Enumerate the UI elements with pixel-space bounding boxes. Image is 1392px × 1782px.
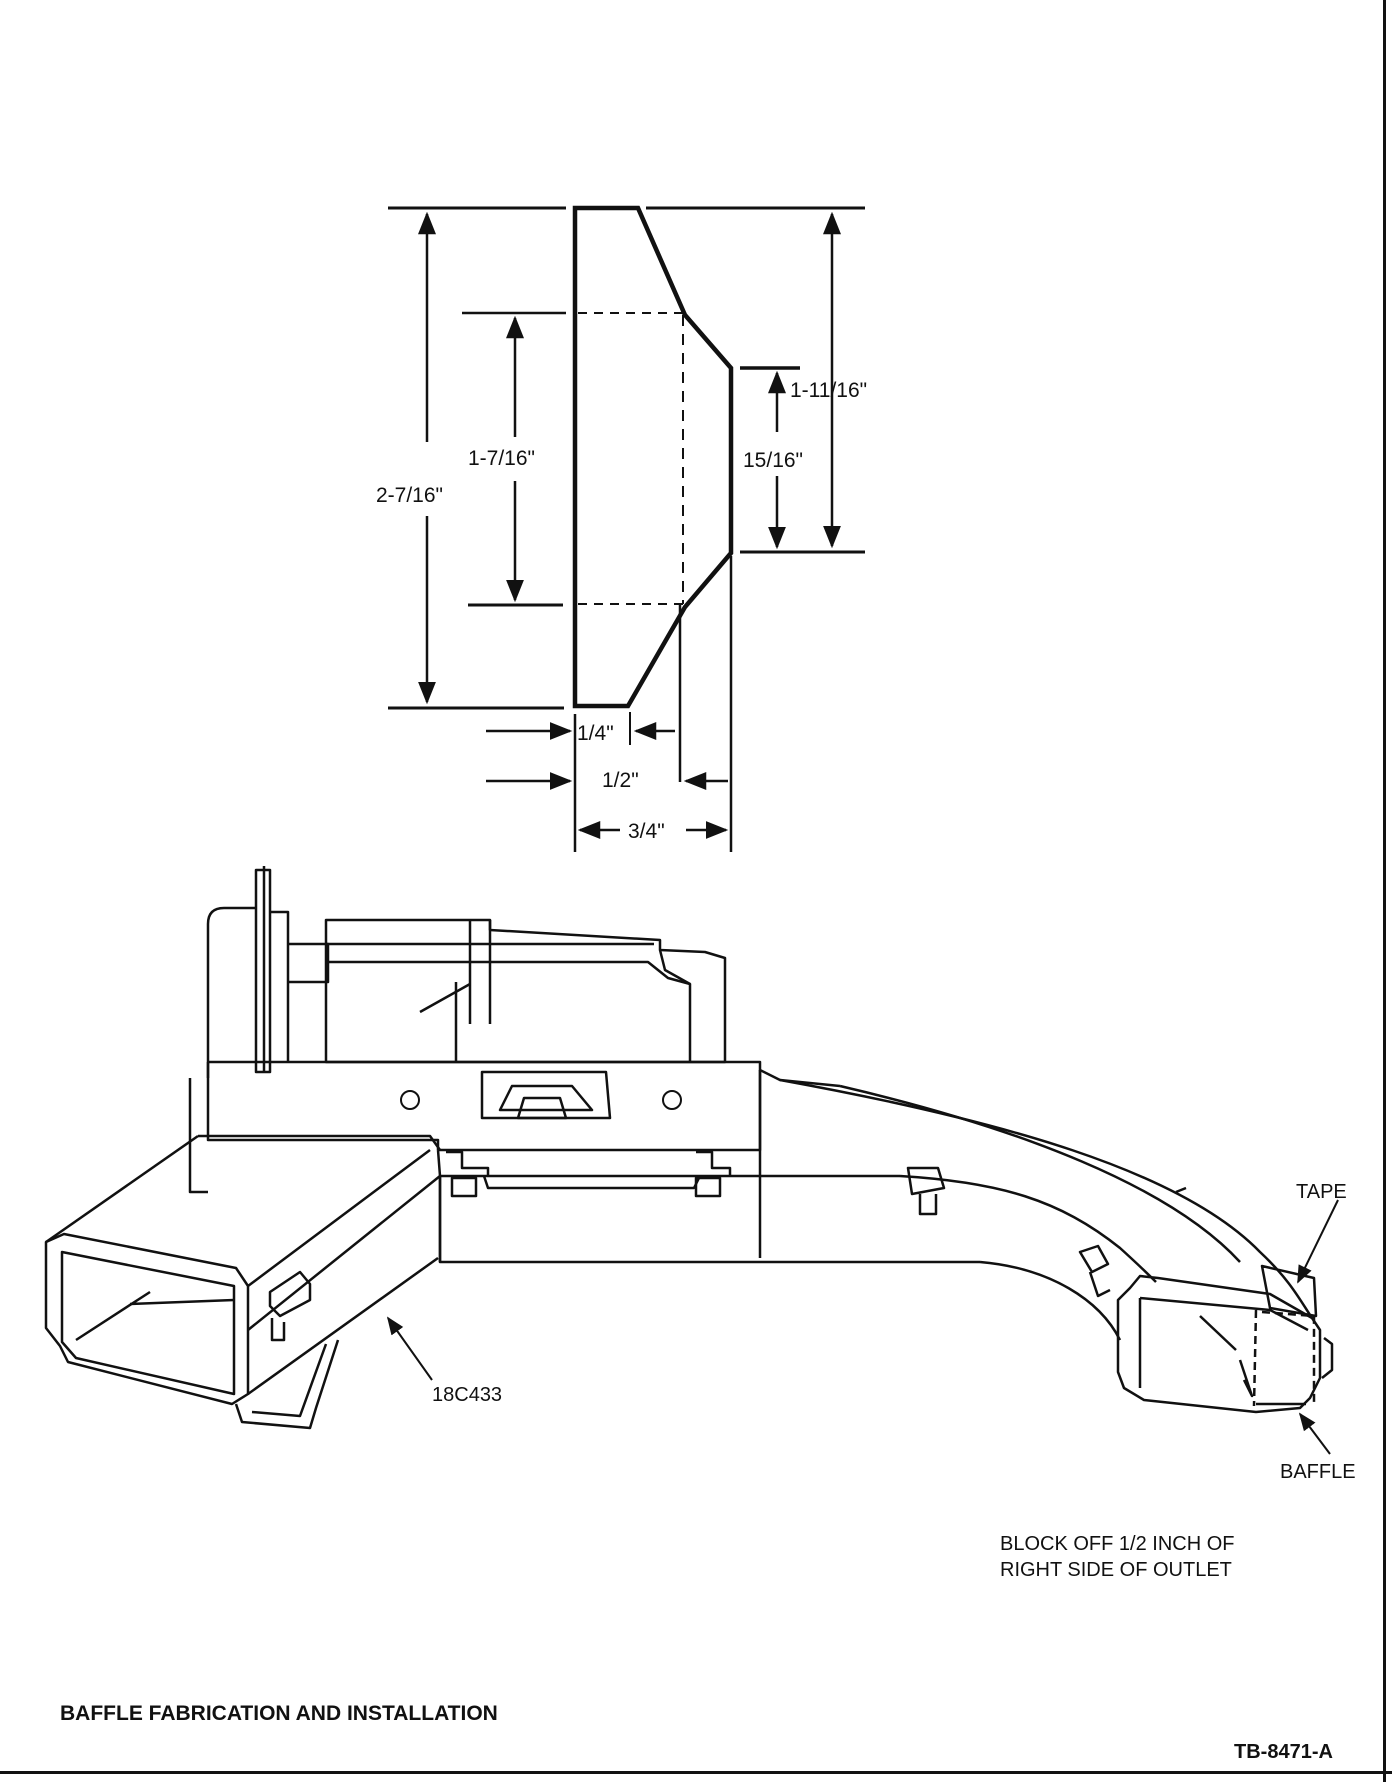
note-line-2: RIGHT SIDE OF OUTLET [1000, 1559, 1232, 1581]
part-number-label: 18C433 [432, 1384, 502, 1406]
dim-inner-height: 1-7/16" [468, 447, 535, 470]
leader-baffle [1298, 1412, 1331, 1455]
baffle-outline [572, 205, 734, 709]
tape-label: TAPE [1296, 1181, 1347, 1203]
duct-assembly [44, 866, 1339, 1455]
dim-width-quarter: 1/4" [577, 722, 614, 745]
baffle-template [388, 205, 865, 852]
dim-width-half: 1/2" [602, 769, 639, 792]
page-border-bottom [0, 1771, 1392, 1774]
note-line-1: BLOCK OFF 1/2 INCH OF [1000, 1533, 1234, 1555]
figure-code: TB-8471-A [1234, 1741, 1333, 1763]
leader-part-number [386, 1316, 433, 1381]
figure-caption: BAFFLE FABRICATION AND INSTALLATION [60, 1702, 498, 1725]
baffle-label: BAFFLE [1280, 1461, 1356, 1483]
dim-overall-height: 2-7/16" [376, 484, 443, 507]
page-border-right [1383, 0, 1386, 1782]
dim-width-three-quarter: 3/4" [628, 820, 665, 843]
leader-tape [1297, 1199, 1339, 1284]
dim-right-height: 1-11/16" [790, 379, 867, 402]
dim-flat-height: 15/16" [743, 449, 803, 472]
